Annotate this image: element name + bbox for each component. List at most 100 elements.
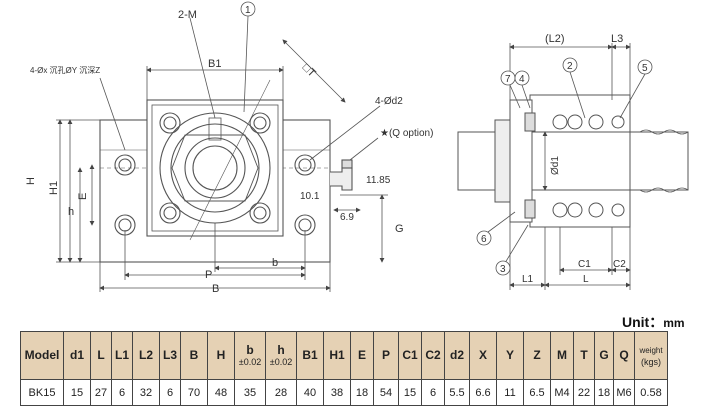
- table-header-cell: E: [350, 331, 374, 380]
- table-header-cell: C2: [421, 331, 445, 380]
- table-header-cell: Z: [523, 331, 551, 380]
- label-2-m: 2-M: [178, 9, 197, 21]
- label-callout-2: 2: [567, 61, 573, 72]
- label-c1: C1: [578, 259, 591, 270]
- table-cell: 48: [207, 379, 235, 406]
- label-callout-7: 7: [505, 74, 511, 85]
- table-cell: 15: [63, 379, 91, 406]
- table-header-label: L: [97, 348, 105, 362]
- table-cell: 6: [159, 379, 181, 406]
- table-cell: 15: [398, 379, 422, 406]
- label-h-lower: h: [68, 206, 74, 218]
- table-header-label: C2: [425, 348, 441, 362]
- table-header-cell: h±0.02: [265, 331, 297, 380]
- table-header-cell: L: [90, 331, 112, 380]
- table-header-label: b: [246, 343, 254, 357]
- table-header-label: L2: [138, 348, 153, 362]
- table-header-cell: L1: [111, 331, 133, 380]
- label-callout-3: 3: [500, 264, 506, 275]
- label-b-small: b: [272, 257, 278, 269]
- table-header-label: Q: [619, 348, 629, 362]
- label-b-big: B: [212, 283, 219, 295]
- table-header-label: B1: [302, 348, 318, 362]
- table-header-sublabel: ±0.02: [238, 357, 262, 367]
- label-callout-6: 6: [481, 234, 487, 245]
- label-callout-1: 1: [245, 5, 251, 16]
- table-cell: 38: [323, 379, 351, 406]
- table-header-cell: H1: [323, 331, 351, 380]
- unit-label-text: Unit：: [622, 314, 664, 330]
- label-c2: C2: [613, 259, 626, 270]
- table-cell: 6: [421, 379, 445, 406]
- table-header-cell: L2: [132, 331, 160, 380]
- table-header-label: Y: [505, 348, 514, 362]
- table-header-label: M: [557, 348, 567, 362]
- table-header-cell: weight(kgs): [634, 331, 668, 380]
- label-l1: L1: [522, 274, 534, 285]
- table-header-label: H: [216, 348, 226, 362]
- table-header-label: H1: [329, 348, 345, 362]
- label-h1: H1: [48, 181, 60, 195]
- table-cell: 54: [373, 379, 399, 406]
- table-header-label: B: [189, 348, 199, 362]
- label-11-85: 11.85: [366, 175, 391, 186]
- callout-4: [514, 70, 530, 86]
- label-p: P: [205, 269, 212, 281]
- table-header-sublabel: ±0.02: [269, 357, 293, 367]
- label-callout-5: 5: [642, 63, 648, 74]
- table-header-label: d2: [449, 348, 464, 362]
- table-cell: 18: [350, 379, 374, 406]
- table-header-label: Z: [533, 348, 541, 362]
- callout-3: [495, 260, 511, 276]
- table-cell: 27: [90, 379, 112, 406]
- label-g: G: [395, 223, 404, 235]
- front-view: [99, 99, 353, 263]
- technical-drawing: 2-M 1 B1 □T 4-Øx 沉孔ØY 沉深Z 4-Ød2 ★(Q opti…: [25, 1, 689, 295]
- table-cell: 6.6: [469, 379, 497, 406]
- table-header-label: C1: [402, 348, 418, 362]
- label-q-option: ★(Q option): [380, 128, 433, 139]
- table-cell: 40: [296, 379, 324, 406]
- table-cell: M6: [613, 379, 635, 406]
- table-cell: 22: [573, 379, 595, 406]
- table-cell: 11: [496, 379, 524, 406]
- side-section-view: [457, 94, 689, 228]
- table-cell: 0.58: [634, 379, 668, 406]
- table-header-cell: d1: [63, 331, 91, 380]
- table-cell: 70: [180, 379, 208, 406]
- table-cell: 18: [594, 379, 614, 406]
- table-header-label: Model: [24, 348, 60, 362]
- table-header-cell: C1: [398, 331, 422, 380]
- table-cell: 35: [234, 379, 266, 406]
- label-6-9: 6.9: [340, 212, 354, 223]
- label-counterbore-note: 4-Øx 沉孔ØY 沉深Z: [30, 66, 100, 75]
- table-header-label: L1: [114, 348, 129, 362]
- table-header-label: d1: [69, 348, 84, 362]
- label-l3: L3: [611, 33, 623, 45]
- table-cell: 5.5: [444, 379, 470, 406]
- table-header-label: weight: [639, 346, 663, 355]
- table-cell: 28: [265, 379, 297, 406]
- table-header-cell: Model: [20, 331, 64, 380]
- table-header-cell: Y: [496, 331, 524, 380]
- table-cell: 32: [132, 379, 160, 406]
- table-header-label: X: [478, 348, 487, 362]
- table-header-label: T: [580, 348, 588, 362]
- unit-value: mm: [663, 316, 685, 330]
- label-b1: B1: [208, 58, 221, 70]
- label-l: L: [583, 274, 589, 285]
- label-h-upper: H: [25, 177, 37, 185]
- table-cell: 6: [111, 379, 133, 406]
- table-header-label: P: [381, 348, 390, 362]
- callout-2: [562, 57, 578, 73]
- table-header-cell: X: [469, 331, 497, 380]
- table-header-cell: H: [207, 331, 235, 380]
- label-l2: (L2): [545, 33, 565, 45]
- table-header-cell: M: [550, 331, 574, 380]
- table-header-label: h: [277, 343, 285, 357]
- table-header-label: G: [599, 348, 609, 362]
- label-t-box: □T: [300, 62, 318, 80]
